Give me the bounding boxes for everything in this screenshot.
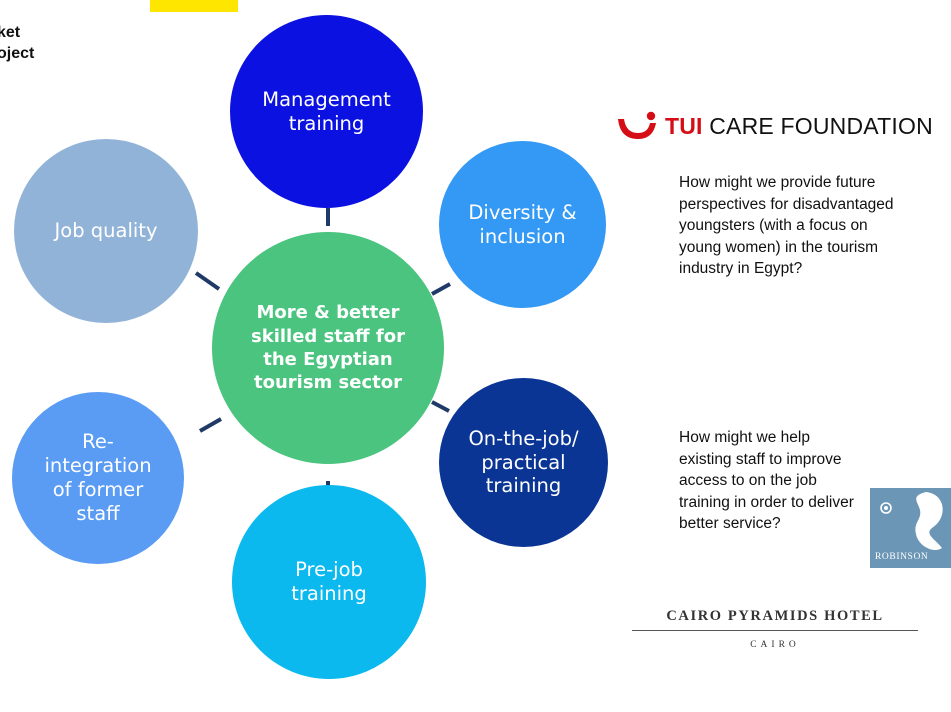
node-management-training: Management training <box>230 15 423 208</box>
node-job-quality: Job quality <box>14 139 198 323</box>
yellow-header-block <box>150 0 238 12</box>
node-re-integration: Re- integration of former staff <box>12 392 184 564</box>
tui-care-foundation-logo: TUI CARE FOUNDATION <box>617 108 933 144</box>
cropped-title-text: ket oject <box>0 24 35 62</box>
tui-smile-icon <box>618 111 656 139</box>
connector-re-integration <box>199 417 222 433</box>
connector-diversity <box>431 282 451 296</box>
connector-on-the-job <box>431 400 450 413</box>
center-node-label: More & better skilled staff for the Egyp… <box>251 302 405 394</box>
node-label: Management training <box>262 87 391 135</box>
robinson-logo: ROBINSON <box>870 488 951 568</box>
node-label: On-the-job/ practical training <box>468 426 579 498</box>
node-label: Re- integration of former staff <box>44 430 152 525</box>
node-on-the-job-training: On-the-job/ practical training <box>439 378 608 547</box>
tui-logo-text: TUI CARE FOUNDATION <box>665 113 933 140</box>
cairo-logo-name: CAIRO PYRAMIDS HOTEL <box>632 608 918 631</box>
cairo-pyramids-hotel-logo: CAIRO PYRAMIDS HOTEL CAIRO <box>632 608 918 650</box>
question-on-the-job-training: How might we help existing staff to impr… <box>679 429 854 532</box>
robinson-emblem-icon <box>880 492 943 551</box>
connector-job-quality <box>194 271 221 291</box>
node-label: Job quality <box>54 219 158 243</box>
center-node: More & better skilled staff for the Egyp… <box>212 232 444 464</box>
question-future-perspectives: How might we provide future perspectives… <box>679 174 894 277</box>
tui-logo-brand: TUI <box>665 112 703 139</box>
robinson-logo-text: ROBINSON <box>875 552 929 562</box>
node-diversity-inclusion: Diversity & inclusion <box>439 141 606 308</box>
node-pre-job-training: Pre-job training <box>232 485 426 679</box>
node-label: Diversity & inclusion <box>468 200 577 248</box>
cairo-logo-city: CAIRO <box>750 640 800 650</box>
node-label: Pre-job training <box>291 558 367 605</box>
tui-logo-name: CARE FOUNDATION <box>702 112 933 139</box>
